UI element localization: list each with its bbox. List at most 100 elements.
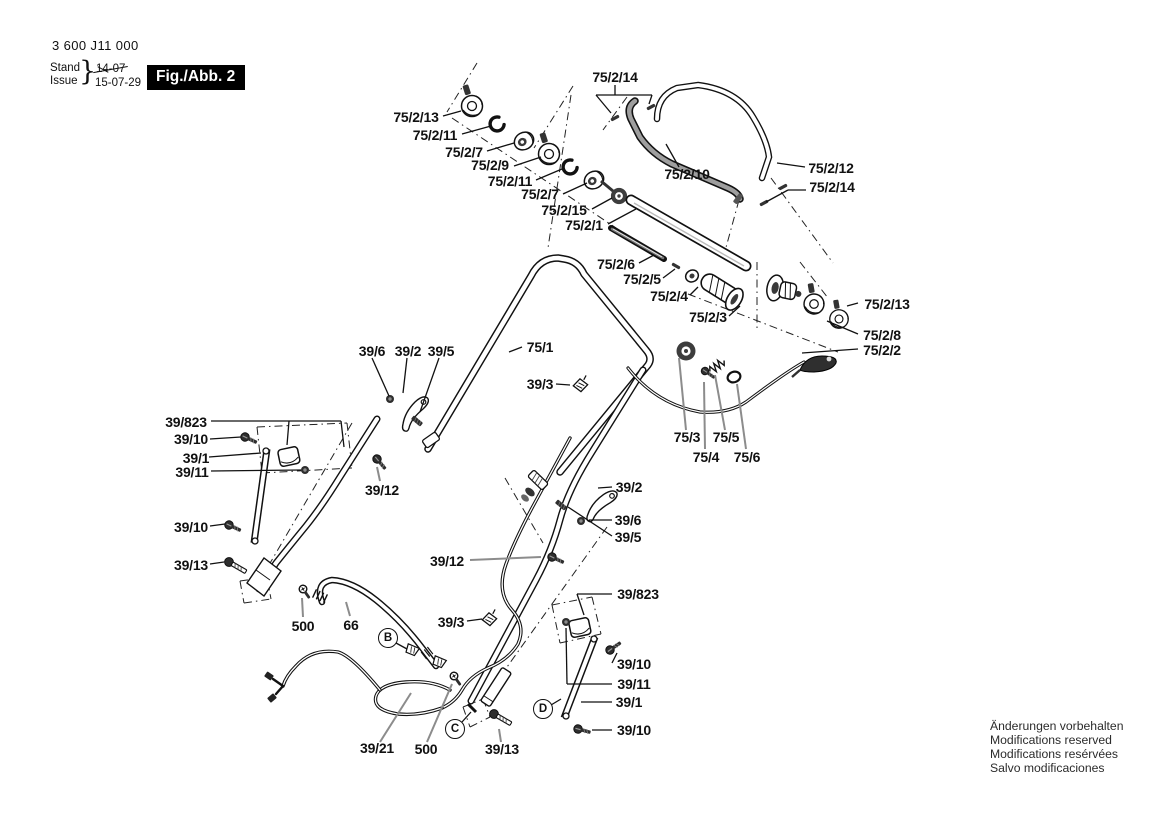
part-label-75-2-3: 75/2/3 xyxy=(689,309,727,325)
bolt-39-13-left xyxy=(222,555,249,577)
right-tube-clamp-plate xyxy=(480,667,512,707)
part-label-75-3: 75/3 xyxy=(673,429,701,445)
footer-note-fr: Modifications resérvées xyxy=(990,747,1119,761)
screw-39-10-c xyxy=(603,638,624,657)
screw-500-left xyxy=(297,583,314,602)
brace-glyph: } xyxy=(79,56,97,87)
part-label-39-2: 39/2 xyxy=(394,343,422,359)
pivot-ring-75-6 xyxy=(726,370,742,384)
callout-circle-B: B xyxy=(378,628,398,648)
figure-number-box: Fig./Abb. 2 xyxy=(147,65,246,90)
footer-note-es: Salvo modificaciones xyxy=(990,761,1105,775)
part-label-75-2-12: 75/2/12 xyxy=(808,160,854,176)
part-label-39-11: 39/11 xyxy=(617,676,651,692)
lower-bail-66 xyxy=(312,576,440,670)
part-label-75-2-11: 75/2/11 xyxy=(487,173,533,189)
part-label-39-11: 39/11 xyxy=(175,464,209,480)
part-label-39-6: 39/6 xyxy=(614,512,642,528)
nut-39-6-left xyxy=(386,395,394,403)
nut-39-11-right xyxy=(562,618,570,626)
right-tube-end-foot xyxy=(466,702,478,714)
part-label-39-6: 39/6 xyxy=(358,343,386,359)
bumper-39-823-right xyxy=(567,616,593,639)
part-label-75-2-13: 75/2/13 xyxy=(864,296,910,312)
stand-label: Stand xyxy=(50,62,81,74)
issue-date: 15-07-29 xyxy=(95,77,142,89)
part-label-75-2-13: 75/2/13 xyxy=(393,109,439,125)
part-label-39-13: 39/13 xyxy=(173,557,209,573)
part-label-39-823: 39/823 xyxy=(617,586,659,602)
construction-lines xyxy=(239,62,839,728)
leader-lines xyxy=(208,85,859,731)
part-label-75-2-6: 75/2/6 xyxy=(597,256,635,272)
part-label-500: 500 xyxy=(291,618,315,634)
caster-clamp-75-2-13 xyxy=(460,83,484,118)
part-label-39-1: 39/1 xyxy=(182,450,210,466)
pivot-screw-75-4 xyxy=(699,365,718,382)
part-label-75-2-8: 75/2/8 xyxy=(863,327,901,343)
part-label-75-2-7: 75/2/7 xyxy=(521,186,559,202)
nut-39-11-left xyxy=(301,466,309,474)
part-label-39-3: 39/3 xyxy=(437,614,465,630)
footer-note-de: Änderungen vorbehalten xyxy=(990,719,1124,733)
part-label-75-2-14: 75/2/14 xyxy=(809,179,855,195)
left-tube-end-fitting xyxy=(246,556,282,598)
part-label-39-10: 39/10 xyxy=(173,431,209,447)
part-label-75-2-1: 75/2/1 xyxy=(565,217,603,233)
knob-assembly-right xyxy=(766,274,802,302)
part-label-75-2-15: 75/2/15 xyxy=(541,202,587,218)
part-label-39-823: 39/823 xyxy=(165,414,207,430)
document-part-number: 3 600 J11 000 xyxy=(52,38,139,53)
part-label-39-21: 39/21 xyxy=(359,740,395,756)
clamp-lever-39-2-left xyxy=(401,396,430,432)
lower-handle-right-tube xyxy=(467,366,647,705)
part-label-500: 500 xyxy=(414,741,438,757)
callout-circle-C: C xyxy=(445,719,465,739)
snap-ring-75-2-11b xyxy=(558,156,581,179)
pivot-spring-75-5 xyxy=(709,358,725,374)
bolt-39-13-right xyxy=(487,707,514,729)
hub-75-2-7b xyxy=(580,166,608,194)
part-label-75-2-5: 75/2/5 xyxy=(623,271,661,287)
rod-75-2-6 xyxy=(608,225,667,262)
clamp-75-2-13-right xyxy=(827,298,852,331)
pivot-washer-75-3 xyxy=(676,341,696,361)
screw-39-10-d xyxy=(572,723,593,737)
screw-39-12-b xyxy=(545,550,567,567)
issue-label: Issue xyxy=(50,75,78,87)
part-label-39-10: 39/10 xyxy=(616,656,652,672)
part-label-75-2-10: 75/2/10 xyxy=(664,166,710,182)
part-label-75-2-7: 75/2/7 xyxy=(445,144,483,160)
part-label-39-10: 39/10 xyxy=(616,722,652,738)
part-label-66: 66 xyxy=(343,617,359,633)
part-label-75-5: 75/5 xyxy=(712,429,740,445)
strut-39-1-right xyxy=(560,635,599,720)
bushing-75-2-4 xyxy=(684,269,700,283)
cam-lever-75-2-2 xyxy=(791,355,837,378)
gray-leader-lines xyxy=(301,357,747,743)
handle-bail-gray-bar xyxy=(625,97,744,204)
cable-connector-ends xyxy=(264,671,285,703)
callout-circle-D: D xyxy=(533,699,553,719)
clamp-bolt-assembly xyxy=(527,469,549,491)
part-label-39-13: 39/13 xyxy=(484,741,520,757)
part-label-75-2-11: 75/2/11 xyxy=(412,127,458,143)
bumper-39-823-left xyxy=(276,445,302,468)
part-label-75-6: 75/6 xyxy=(733,449,761,465)
superseded-date: 14-07 xyxy=(96,63,126,75)
snap-ring-75-2-11a xyxy=(485,113,508,136)
footer-note-en: Modifications reserved xyxy=(990,733,1112,747)
strut-39-1-left xyxy=(250,447,271,545)
screw-39-10-b xyxy=(222,518,244,535)
hub-75-2-7a xyxy=(510,127,538,155)
part-label-75-2-2: 75/2/2 xyxy=(863,342,901,358)
washer-75-2-15 xyxy=(600,179,628,205)
cap-39-3-upper xyxy=(570,374,593,395)
pin-75-2-5 xyxy=(671,262,681,270)
part-label-39-5: 39/5 xyxy=(614,529,642,545)
screw-39-10-a xyxy=(238,430,260,447)
shaft-75-2-1 xyxy=(625,194,752,272)
nut-39-6-right xyxy=(577,517,585,525)
